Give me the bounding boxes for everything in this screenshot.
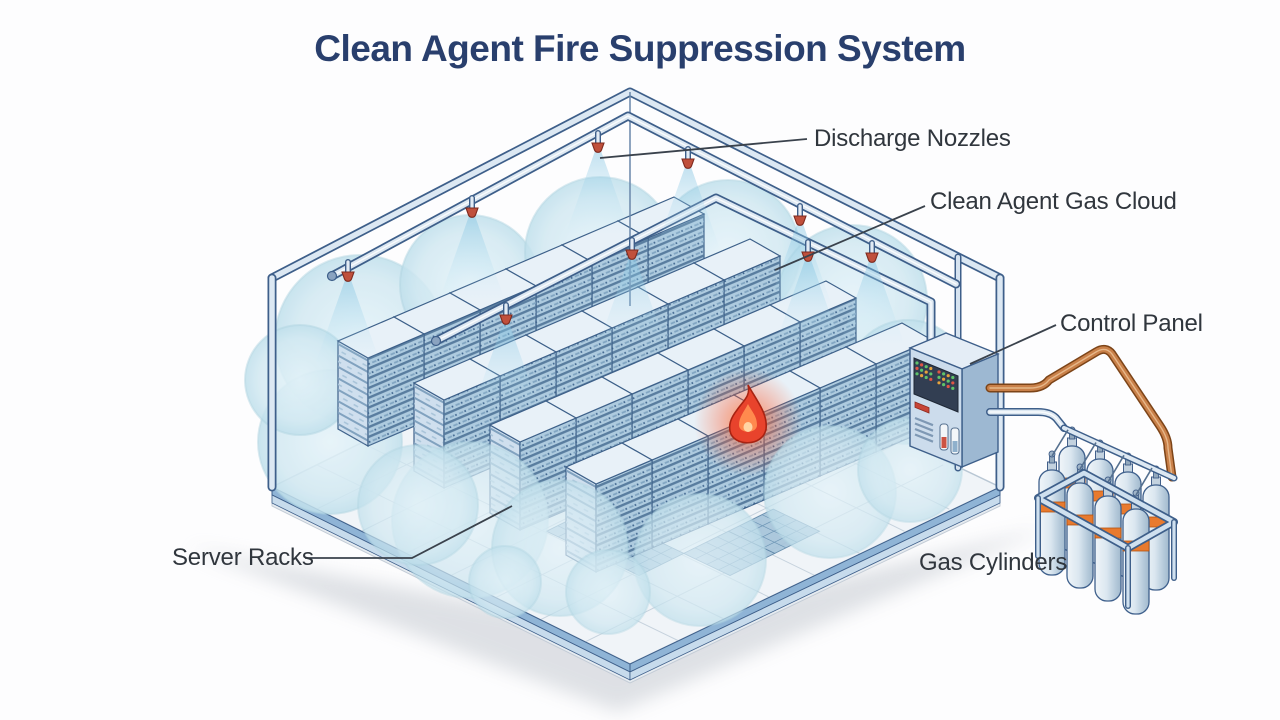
leader-lines	[305, 138, 1057, 559]
nozzle-sprays	[316, 151, 904, 405]
gas-cylinder-rack	[1034, 426, 1178, 615]
diagram-title: Clean Agent Fire Suppression System	[314, 28, 966, 69]
label-gas-cylinders: Gas Cylinders	[919, 549, 1068, 576]
control-panel-box	[908, 332, 1000, 469]
label-server-racks: Server Racks	[172, 544, 314, 571]
label-discharge-nozzles: Discharge Nozzles	[814, 125, 1011, 152]
fire-flame-icon	[694, 368, 802, 476]
supply-pipes	[985, 344, 1178, 496]
room-frame	[267, 87, 1005, 492]
label-clean-agent-gas-cloud: Clean Agent Gas Cloud	[930, 188, 1177, 215]
label-control-panel: Control Panel	[1060, 310, 1203, 337]
